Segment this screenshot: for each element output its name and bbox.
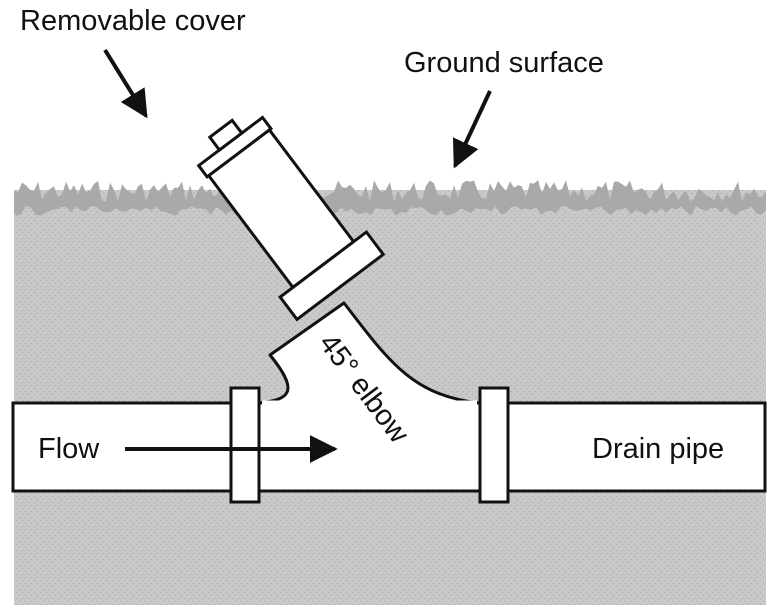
riser-collar xyxy=(278,229,386,322)
elbow-fitting xyxy=(256,301,482,405)
right-coupling xyxy=(478,386,510,504)
drain-pipe-label: Drain pipe xyxy=(592,433,724,465)
removable-cover-label: Removable cover xyxy=(20,5,246,37)
removable-cover-arrow xyxy=(103,48,148,119)
removable-cover-cap xyxy=(207,118,244,153)
ground-surface-label: Ground surface xyxy=(404,47,604,79)
ground-surface-line xyxy=(14,180,766,216)
left-coupling xyxy=(229,386,261,504)
flow-label: Flow xyxy=(38,433,100,465)
ground-surface-arrow xyxy=(452,90,492,169)
cleanout-riser xyxy=(196,115,386,322)
